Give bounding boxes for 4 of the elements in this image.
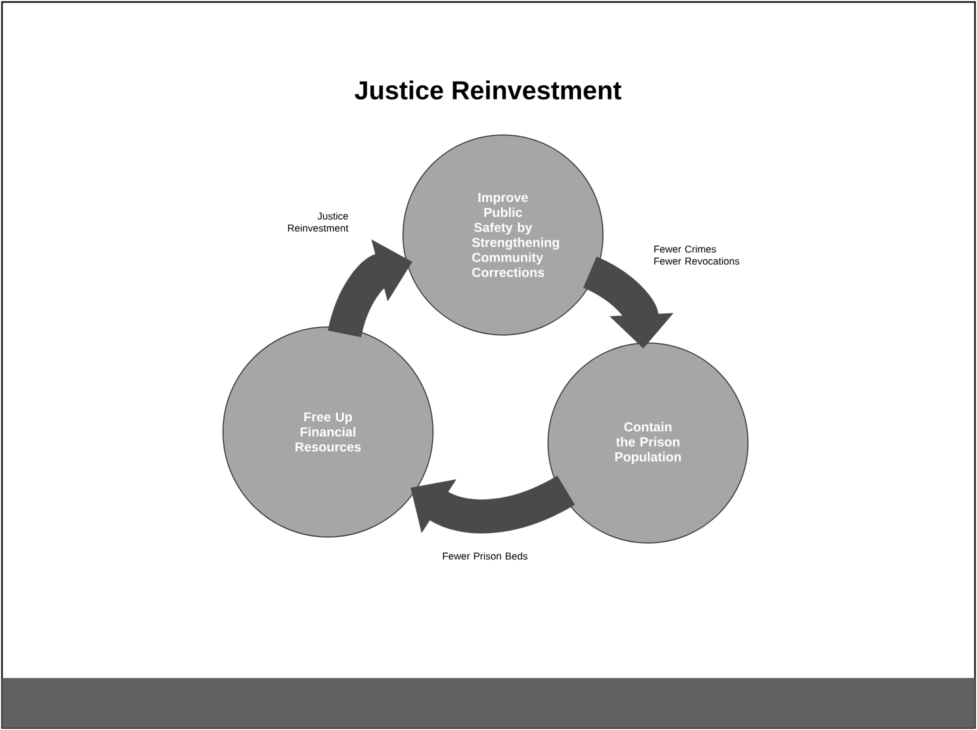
edge-label: Justice Reinvestment bbox=[288, 212, 348, 232]
edge-label: Fewer Prison Beds bbox=[443, 552, 528, 560]
title: Justice Reinvestment bbox=[354, 80, 622, 100]
edge-label: Fewer Crimes Fewer Revocations bbox=[654, 245, 740, 265]
